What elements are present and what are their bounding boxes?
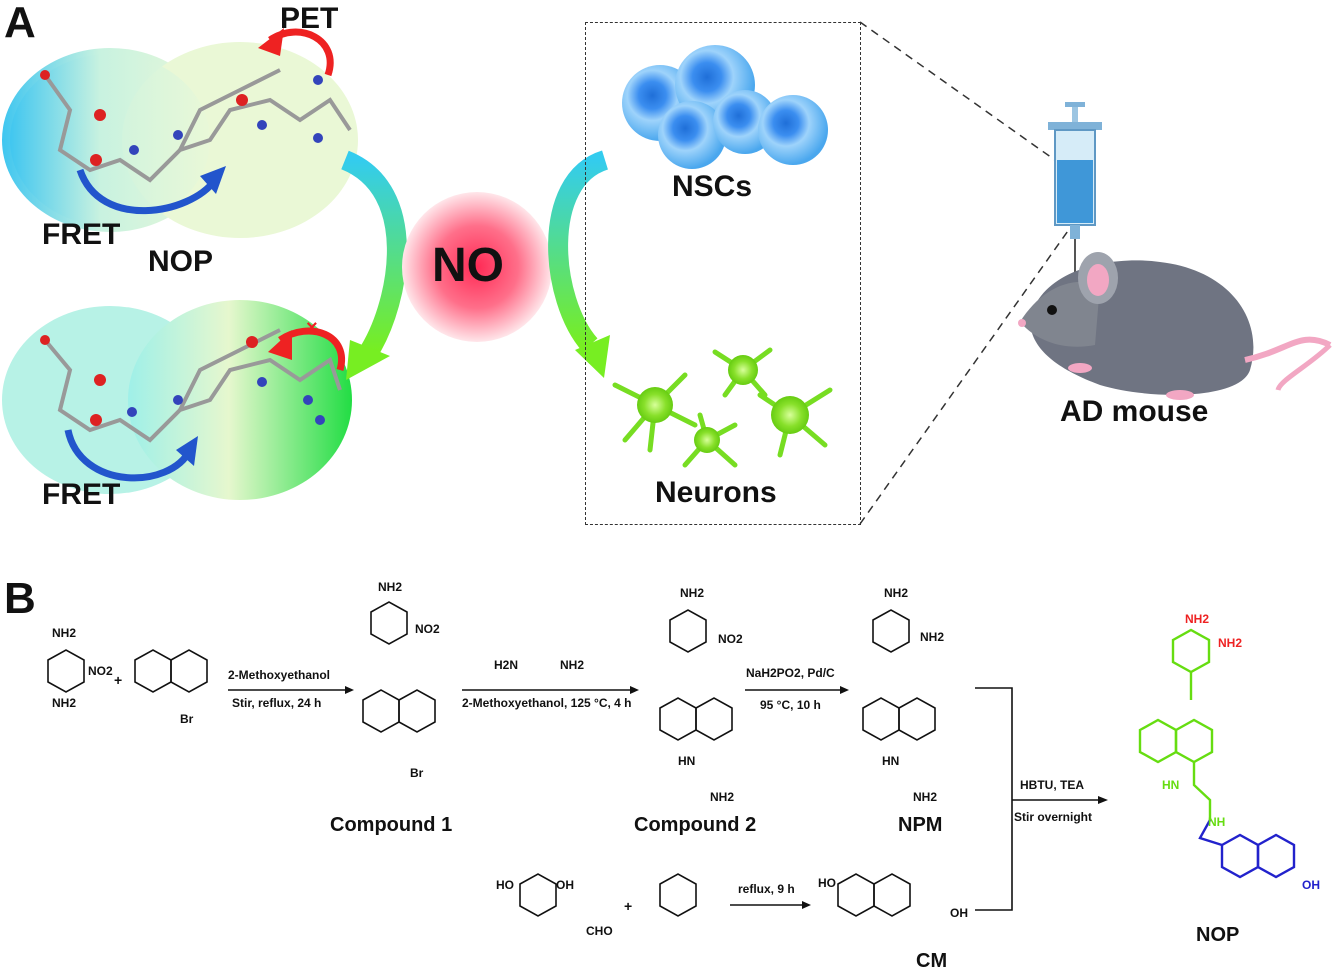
nop-molecule-bottom [40,328,342,443]
chem-structures [47,601,936,917]
npm-nh2-a: NH2 [884,586,909,600]
fret-arrow-bottom [64,429,194,482]
c1-br: Br [410,766,424,780]
no-label: NO [432,239,504,292]
step1-conditions-top: 2-Methoxyethanol [228,668,331,682]
differentiation-arrowhead [575,335,610,378]
c2-hn: HN [678,754,696,768]
step3-conditions-bottom: 95 °C, 10 h [760,698,821,712]
nop-nh2-a: NH2 [1185,612,1210,626]
aldehyde-ho: HO [496,878,514,892]
c2-no2: NO2 [718,632,743,646]
c1-no2: NO2 [415,622,440,636]
reactant-nh2-top: NH2 [52,626,77,640]
no-circle [402,192,552,342]
pet-blocked-arrowhead [268,330,292,360]
cm-label: CM [916,950,948,972]
nop-oh: OH [1302,878,1320,892]
step2-conditions: 2-Methoxyethanol, 125 °C, 4 h [462,696,632,710]
pet-block-x: × [306,317,318,339]
aldehyde-cho: CHO [586,924,613,938]
aldehyde-oh: OH [556,878,574,892]
nop-hn: HN [1162,778,1180,792]
neuron-cells [612,347,833,468]
fret-label-top: FRET [42,218,121,251]
c1-nh2: NH2 [378,580,403,594]
step3-conditions-top: NaH2PO2, Pd/C [746,666,835,680]
reaction-arrows [228,686,1108,911]
cm-oh: OH [950,906,968,920]
fret-arrowhead-bottom [176,436,198,466]
step5-conditions: reflux, 9 h [738,882,795,896]
cm-ho: HO [818,876,836,890]
reactant-nh2-bottom: NH2 [52,696,77,710]
mouse-illustration [1018,252,1332,400]
syringe [1048,102,1102,285]
step1-conditions-bottom: Stir, reflux, 24 h [232,696,322,710]
fret-arrowhead-top [200,166,226,194]
npm-nh2-b: NH2 [920,630,945,644]
anhydride-br: Br [180,712,194,726]
compound2-label: Compound 2 [634,814,757,836]
c2-nh2: NH2 [680,586,705,600]
nop-final-label: NOP [1196,924,1240,946]
fret-arrow-top [76,168,218,215]
compound1-label: Compound 1 [330,814,453,836]
ad-mouse-label: AD mouse [1060,395,1209,428]
nscs-label: NSCs [672,170,753,203]
step4-conditions-top: HBTU, TEA [1020,778,1084,792]
step4-conditions-bottom: Stir overnight [1014,810,1093,824]
panel-a-letter: A [4,0,36,47]
plus-sign-1: + [114,672,123,688]
nsc-cells [622,45,828,169]
npm-label: NPM [898,814,943,836]
fret-label-bottom: FRET [42,478,121,511]
nop-blob-top [2,42,358,238]
step2-reagent-nh2: NH2 [560,658,585,672]
nop-structure [1138,628,1296,879]
reaction-arrowhead-left [346,340,390,380]
step2-reagent-h2n: H2N [494,658,519,672]
reactant-no2: NO2 [88,664,113,678]
pet-arrowhead [258,28,284,56]
callout-line-bottom [859,227,1071,525]
differentiation-arrow [548,150,609,352]
npm-nh2-tail: NH2 [913,790,938,804]
reaction-arrow-left [340,150,407,356]
neurons-label: Neurons [655,476,777,509]
c2-nh2-tail: NH2 [710,790,735,804]
plus-sign-2: + [624,898,633,914]
npm-hn: HN [882,754,900,768]
cell-differentiation-box [585,22,861,525]
nop-label: NOP [148,245,214,278]
nop-nh: NH [1208,815,1226,829]
nop-molecule-top [40,68,352,183]
panel-b-letter: B [4,574,36,623]
callout-line-top [859,21,1063,166]
pet-label: PET [280,2,339,35]
nop-nh2-b: NH2 [1218,636,1243,650]
